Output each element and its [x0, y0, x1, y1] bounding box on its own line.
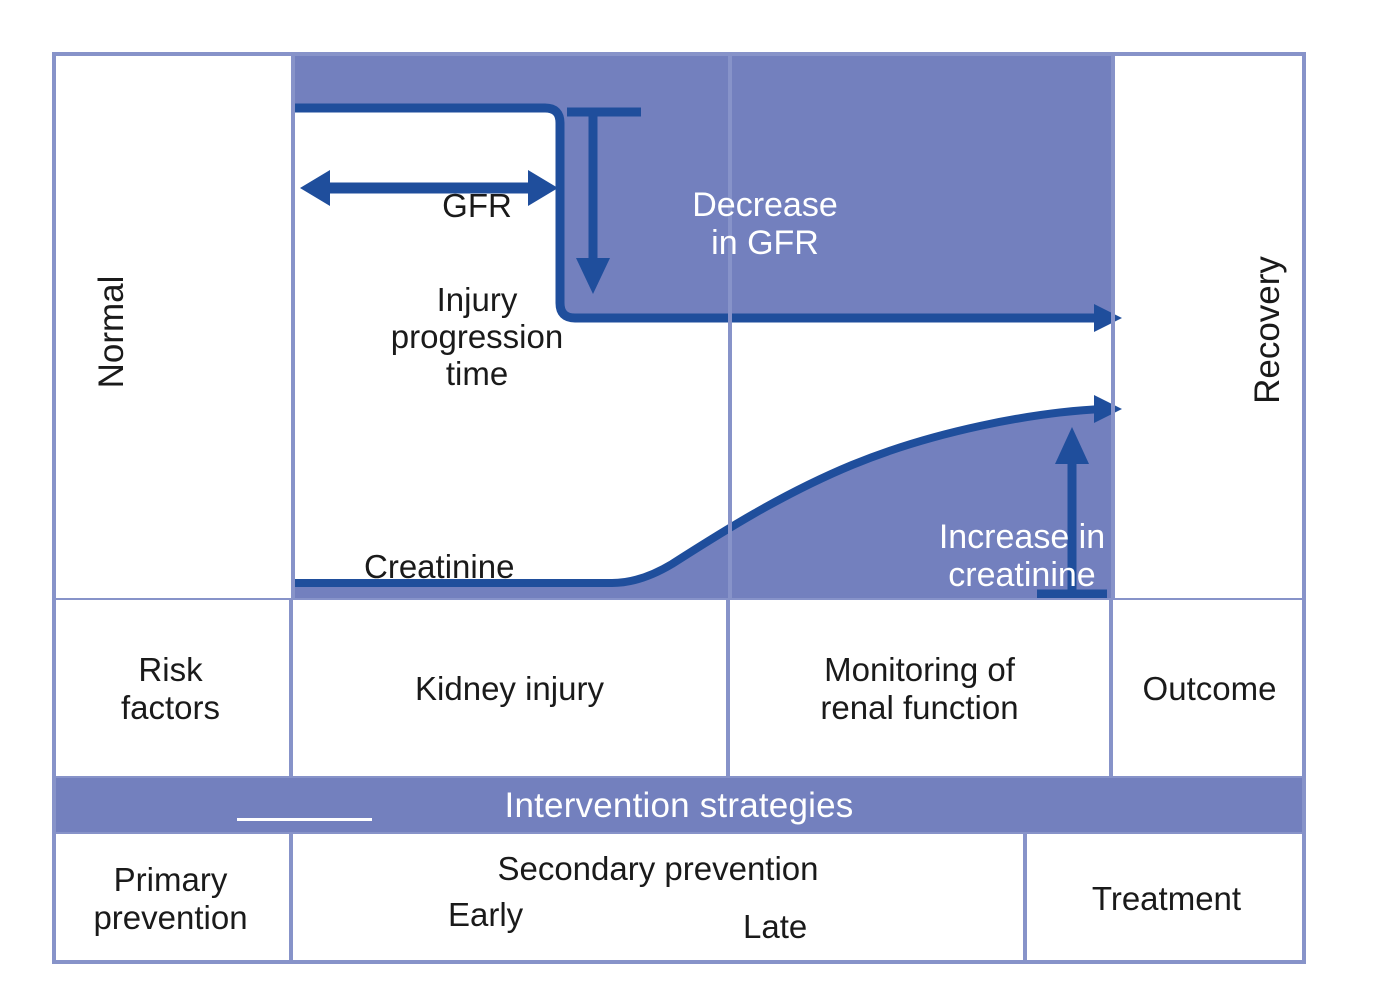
phase-cell-risk-factors[interactable]: Risk factors: [52, 600, 293, 778]
label-creatinine: Creatinine: [364, 548, 515, 585]
injury-time-arrowhead-right: [528, 170, 558, 206]
injury-time-arrowhead-left: [300, 170, 330, 206]
phase-cell-kidney-injury[interactable]: Kidney injury: [293, 600, 730, 778]
phase-row: Risk factors Kidney injury Monitoring of…: [52, 600, 1306, 778]
label-decrease-in-gfr: Decrease in GFR: [692, 186, 838, 263]
strategy-cell-secondary-prevention[interactable]: Secondary prevention Early Late: [293, 834, 1027, 964]
gfr-curve-arrowhead: [1094, 304, 1122, 332]
strategy-cell-primary-prevention[interactable]: Primary prevention: [52, 834, 293, 964]
creatinine-shaded-region: [293, 409, 1113, 600]
secondary-prevention-late: Late: [743, 908, 808, 945]
phase-cell-outcome[interactable]: Outcome: [1113, 600, 1306, 778]
intervention-band-label: Intervention strategies: [504, 786, 854, 825]
decrease-gfr-arrowhead: [576, 258, 610, 294]
strategy-row: Primary prevention Secondary prevention …: [52, 834, 1306, 964]
secondary-prevention-early: Early: [448, 896, 524, 933]
band-tick-mark: [237, 818, 372, 821]
label-gfr: GFR: [442, 187, 512, 224]
gfr-shaded-region: [293, 52, 1113, 318]
intervention-band[interactable]: Intervention strategies: [52, 778, 1306, 834]
phase-cell-monitoring[interactable]: Monitoring of renal function: [730, 600, 1113, 778]
gfr-curve: [293, 103, 1104, 323]
increase-creatinine-arrowhead: [1055, 427, 1089, 464]
strategy-cell-treatment[interactable]: Treatment: [1027, 834, 1306, 964]
chart-panel: Normal Recovery GFR Injury progression t…: [52, 52, 1306, 600]
label-injury-progression-time: Injury progression time: [390, 281, 564, 392]
creatinine-curve-arrowhead: [1094, 395, 1122, 423]
gfr-creatinine-chart: [291, 52, 1122, 600]
label-increase-in-creatinine: Increase in creatinine: [938, 518, 1106, 595]
diagram-frame: [52, 52, 1306, 964]
creatinine-curve: [293, 405, 1105, 587]
secondary-prevention-title: Secondary prevention: [497, 850, 819, 887]
